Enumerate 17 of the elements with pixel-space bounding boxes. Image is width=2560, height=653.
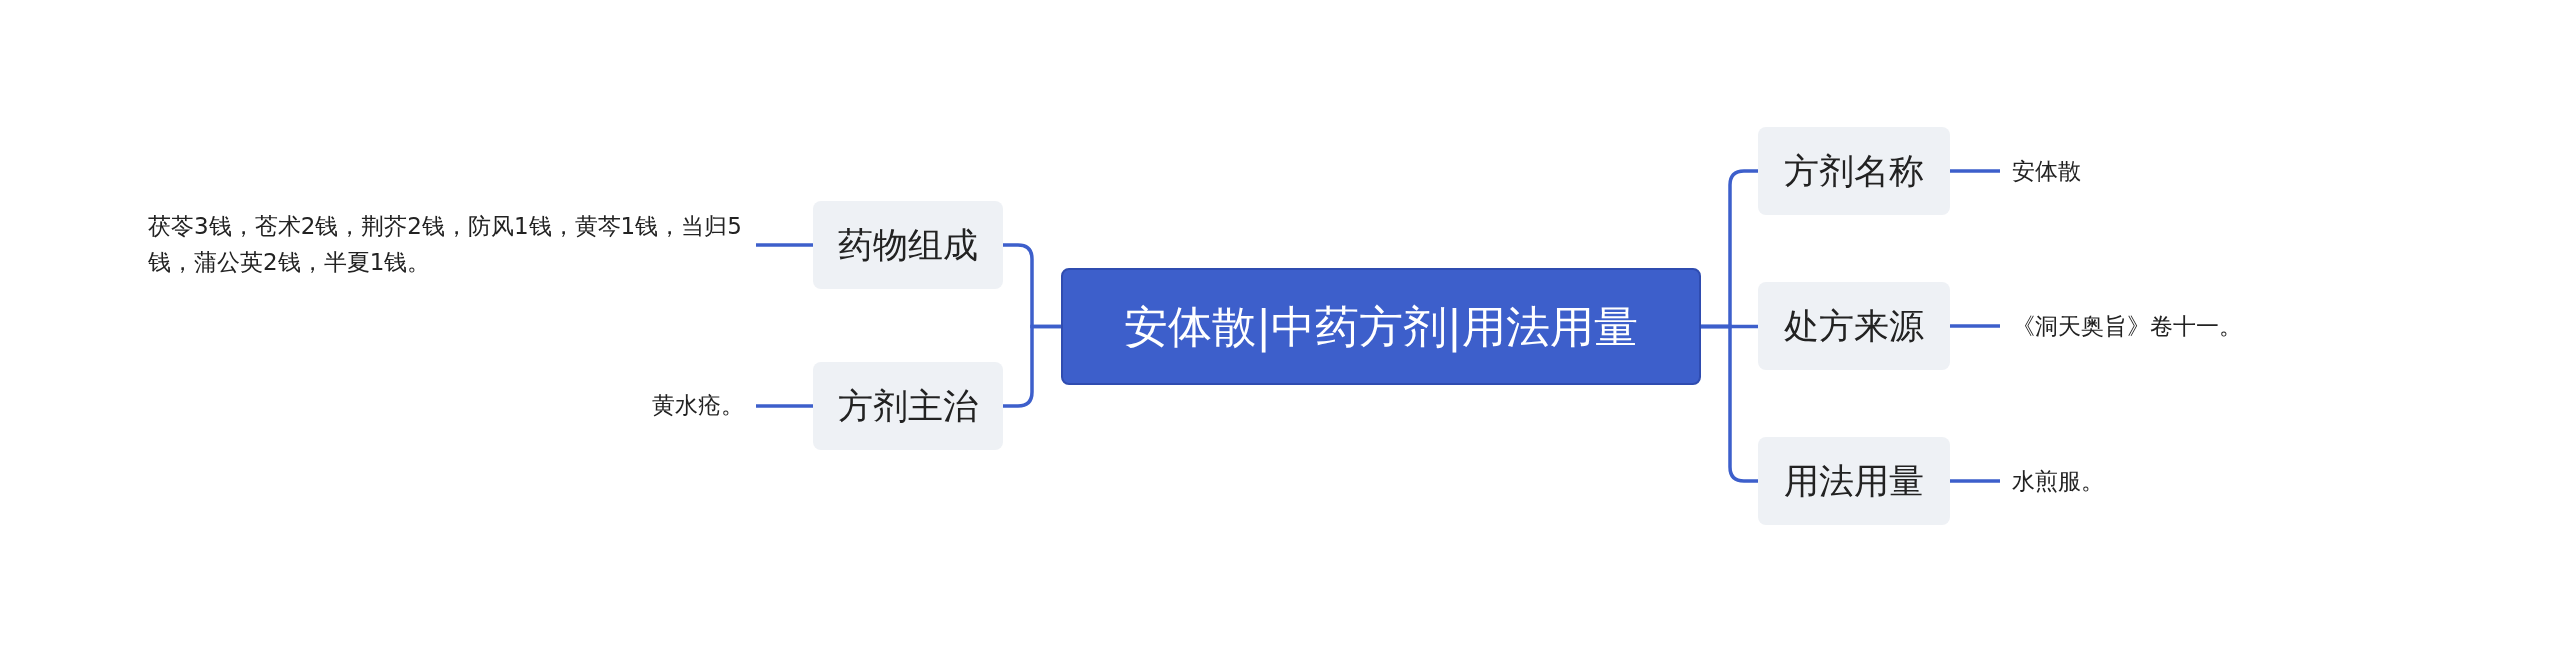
connector-line xyxy=(1950,324,2000,328)
topic-box: 方剂主治 xyxy=(813,362,1003,450)
connector-line xyxy=(756,243,813,247)
connector-line xyxy=(1701,324,1758,483)
topic-box: 药物组成 xyxy=(813,201,1003,289)
connector-line xyxy=(756,404,813,408)
topic-box: 方剂名称 xyxy=(1758,127,1950,215)
topic-box: 处方来源 xyxy=(1758,282,1950,370)
detail-text: 安体散 xyxy=(2000,151,2300,191)
connector-line xyxy=(1950,169,2000,173)
detail-text: 水煎服。 xyxy=(2000,461,2400,501)
detail-text: 茯苓3钱，苍术2钱，荆芥2钱，防风1钱，黄芩1钱，当归5钱，蒲公英2钱，半夏1钱。 xyxy=(136,200,756,290)
detail-text: 《洞天奥旨》卷十一。 xyxy=(2000,306,2400,346)
detail-text: 黄水疮。 xyxy=(560,386,756,426)
connector-line xyxy=(1950,479,2000,483)
topic-box: 用法用量 xyxy=(1758,437,1950,525)
central-topic: 安体散|中药方剂|用法用量 xyxy=(1061,268,1701,385)
